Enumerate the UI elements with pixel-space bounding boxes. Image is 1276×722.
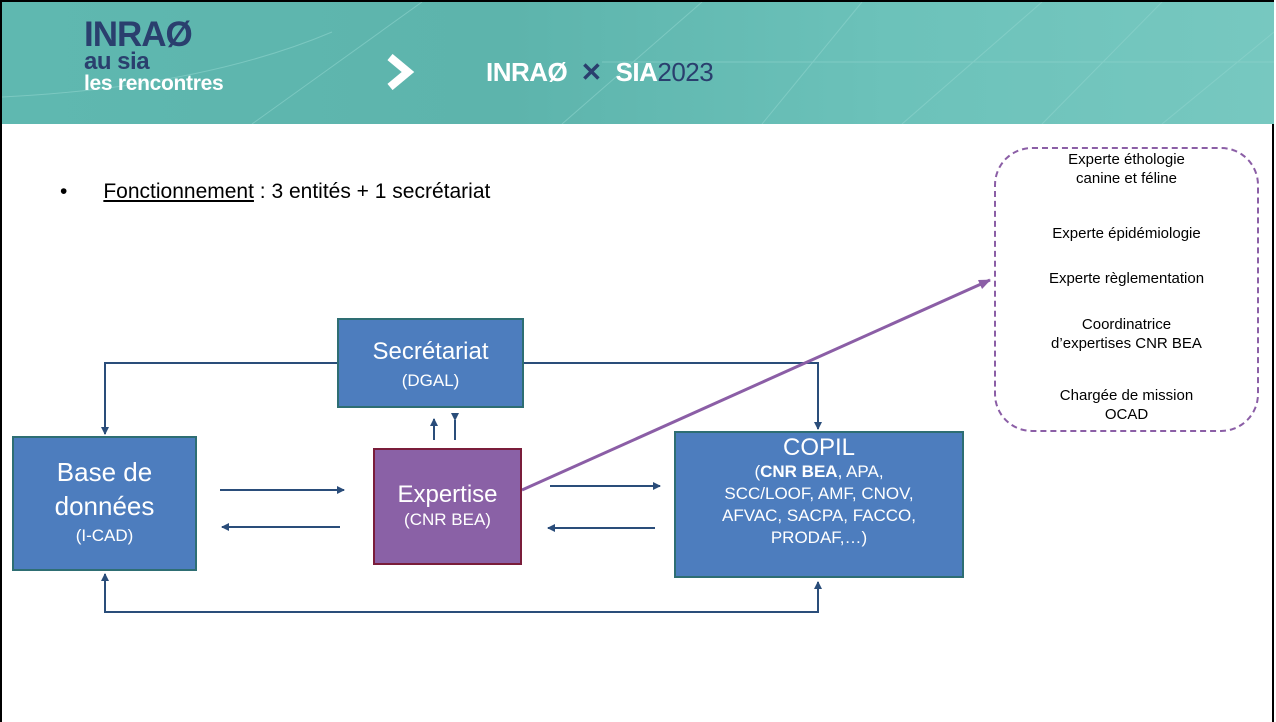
expertise-title: Expertise xyxy=(397,481,498,508)
copil-line3: AFVAC, SACPA, FACCO, xyxy=(722,506,916,525)
secretariat-to-copil-arrow xyxy=(524,362,822,430)
bullet-text: : 3 entités + 1 secrétariat xyxy=(253,180,491,203)
inrae-logo: INRAØ au sia les rencontres xyxy=(84,15,224,95)
event-name: SIA xyxy=(615,57,658,87)
event-brand: INRAØ xyxy=(486,57,568,87)
copil-box: COPIL (CNR BEA, APA, SCC/LOOF, AMF, CNOV… xyxy=(674,431,964,578)
expert-coordinatrice: Coordinatrice d’expertises CNR BEA xyxy=(996,315,1257,353)
expert-reglementation: Experte règlementation xyxy=(1048,270,1205,287)
copil-line4: PRODAF,…) xyxy=(770,528,868,547)
secretariat-subtitle: (DGAL) xyxy=(401,371,460,390)
expertise-subtitle: (CNR BEA) xyxy=(404,510,491,529)
database-title-line2: données xyxy=(54,491,155,521)
event-year: 2023 xyxy=(657,57,714,87)
secretariat-box: Secrétariat (DGAL) xyxy=(337,318,524,408)
copil-line1-rest: , APA, xyxy=(837,462,884,481)
expert-ethologie-line2: canine et féline xyxy=(1076,170,1177,187)
copil-line1-open: ( xyxy=(754,462,761,481)
secretariat-to-base-arrow xyxy=(101,362,337,435)
header-decoration xyxy=(2,2,1274,124)
bullet-label: Fonctionnement xyxy=(103,180,254,203)
database-title-line1: Base de xyxy=(56,457,153,487)
copil-line2: SCC/LOOF, AMF, CNOV, xyxy=(724,484,914,503)
expert-chargee-mission: Chargée de mission OCAD xyxy=(996,386,1257,424)
logo-line2: au sia xyxy=(84,48,150,75)
expertise-box: Expertise (CNR BEA) xyxy=(373,448,522,565)
logo-line3: les rencontres xyxy=(84,72,224,95)
expert-coordinatrice-line1: Coordinatrice xyxy=(1081,316,1172,333)
expert-chargee-line2: OCAD xyxy=(1104,406,1149,423)
copil-line1: (CNR BEA, APA, xyxy=(676,461,962,483)
expert-ethologie-line1: Experte éthologie xyxy=(1068,151,1185,168)
copil-title: COPIL xyxy=(782,434,856,461)
expert-chargee-line1: Chargée de mission xyxy=(1059,387,1194,404)
expert-ethologie: Experte éthologie canine et féline xyxy=(996,150,1257,188)
chevron-right-icon xyxy=(387,54,415,90)
expert-coordinatrice-line2: d’expertises CNR BEA xyxy=(1051,335,1202,352)
base-to-copil-arrow xyxy=(104,581,822,613)
database-box: Base de données (I-CAD) xyxy=(12,436,197,571)
database-subtitle: (I-CAD) xyxy=(75,526,134,545)
event-title: INRAØ ✕ SIA2023 xyxy=(486,57,714,87)
event-x: ✕ xyxy=(580,57,603,87)
experts-panel: Experte éthologie canine et féline Exper… xyxy=(994,147,1259,432)
secretariat-title: Secrétariat xyxy=(372,338,489,365)
bullet-point: • Fonctionnement : 3 entités + 1 secrétar… xyxy=(60,180,490,204)
header-banner: INRAØ au sia les rencontres INRAØ ✕ SIA2… xyxy=(2,2,1274,124)
bullet-dot: • xyxy=(60,180,68,203)
copil-line1-bold: CNR BEA xyxy=(760,462,838,481)
expert-epidemiologie: Experte épidémiologie xyxy=(1052,225,1201,242)
logo-line1: INRAØ xyxy=(84,15,193,54)
expertise-to-experts-arrow xyxy=(521,278,991,492)
